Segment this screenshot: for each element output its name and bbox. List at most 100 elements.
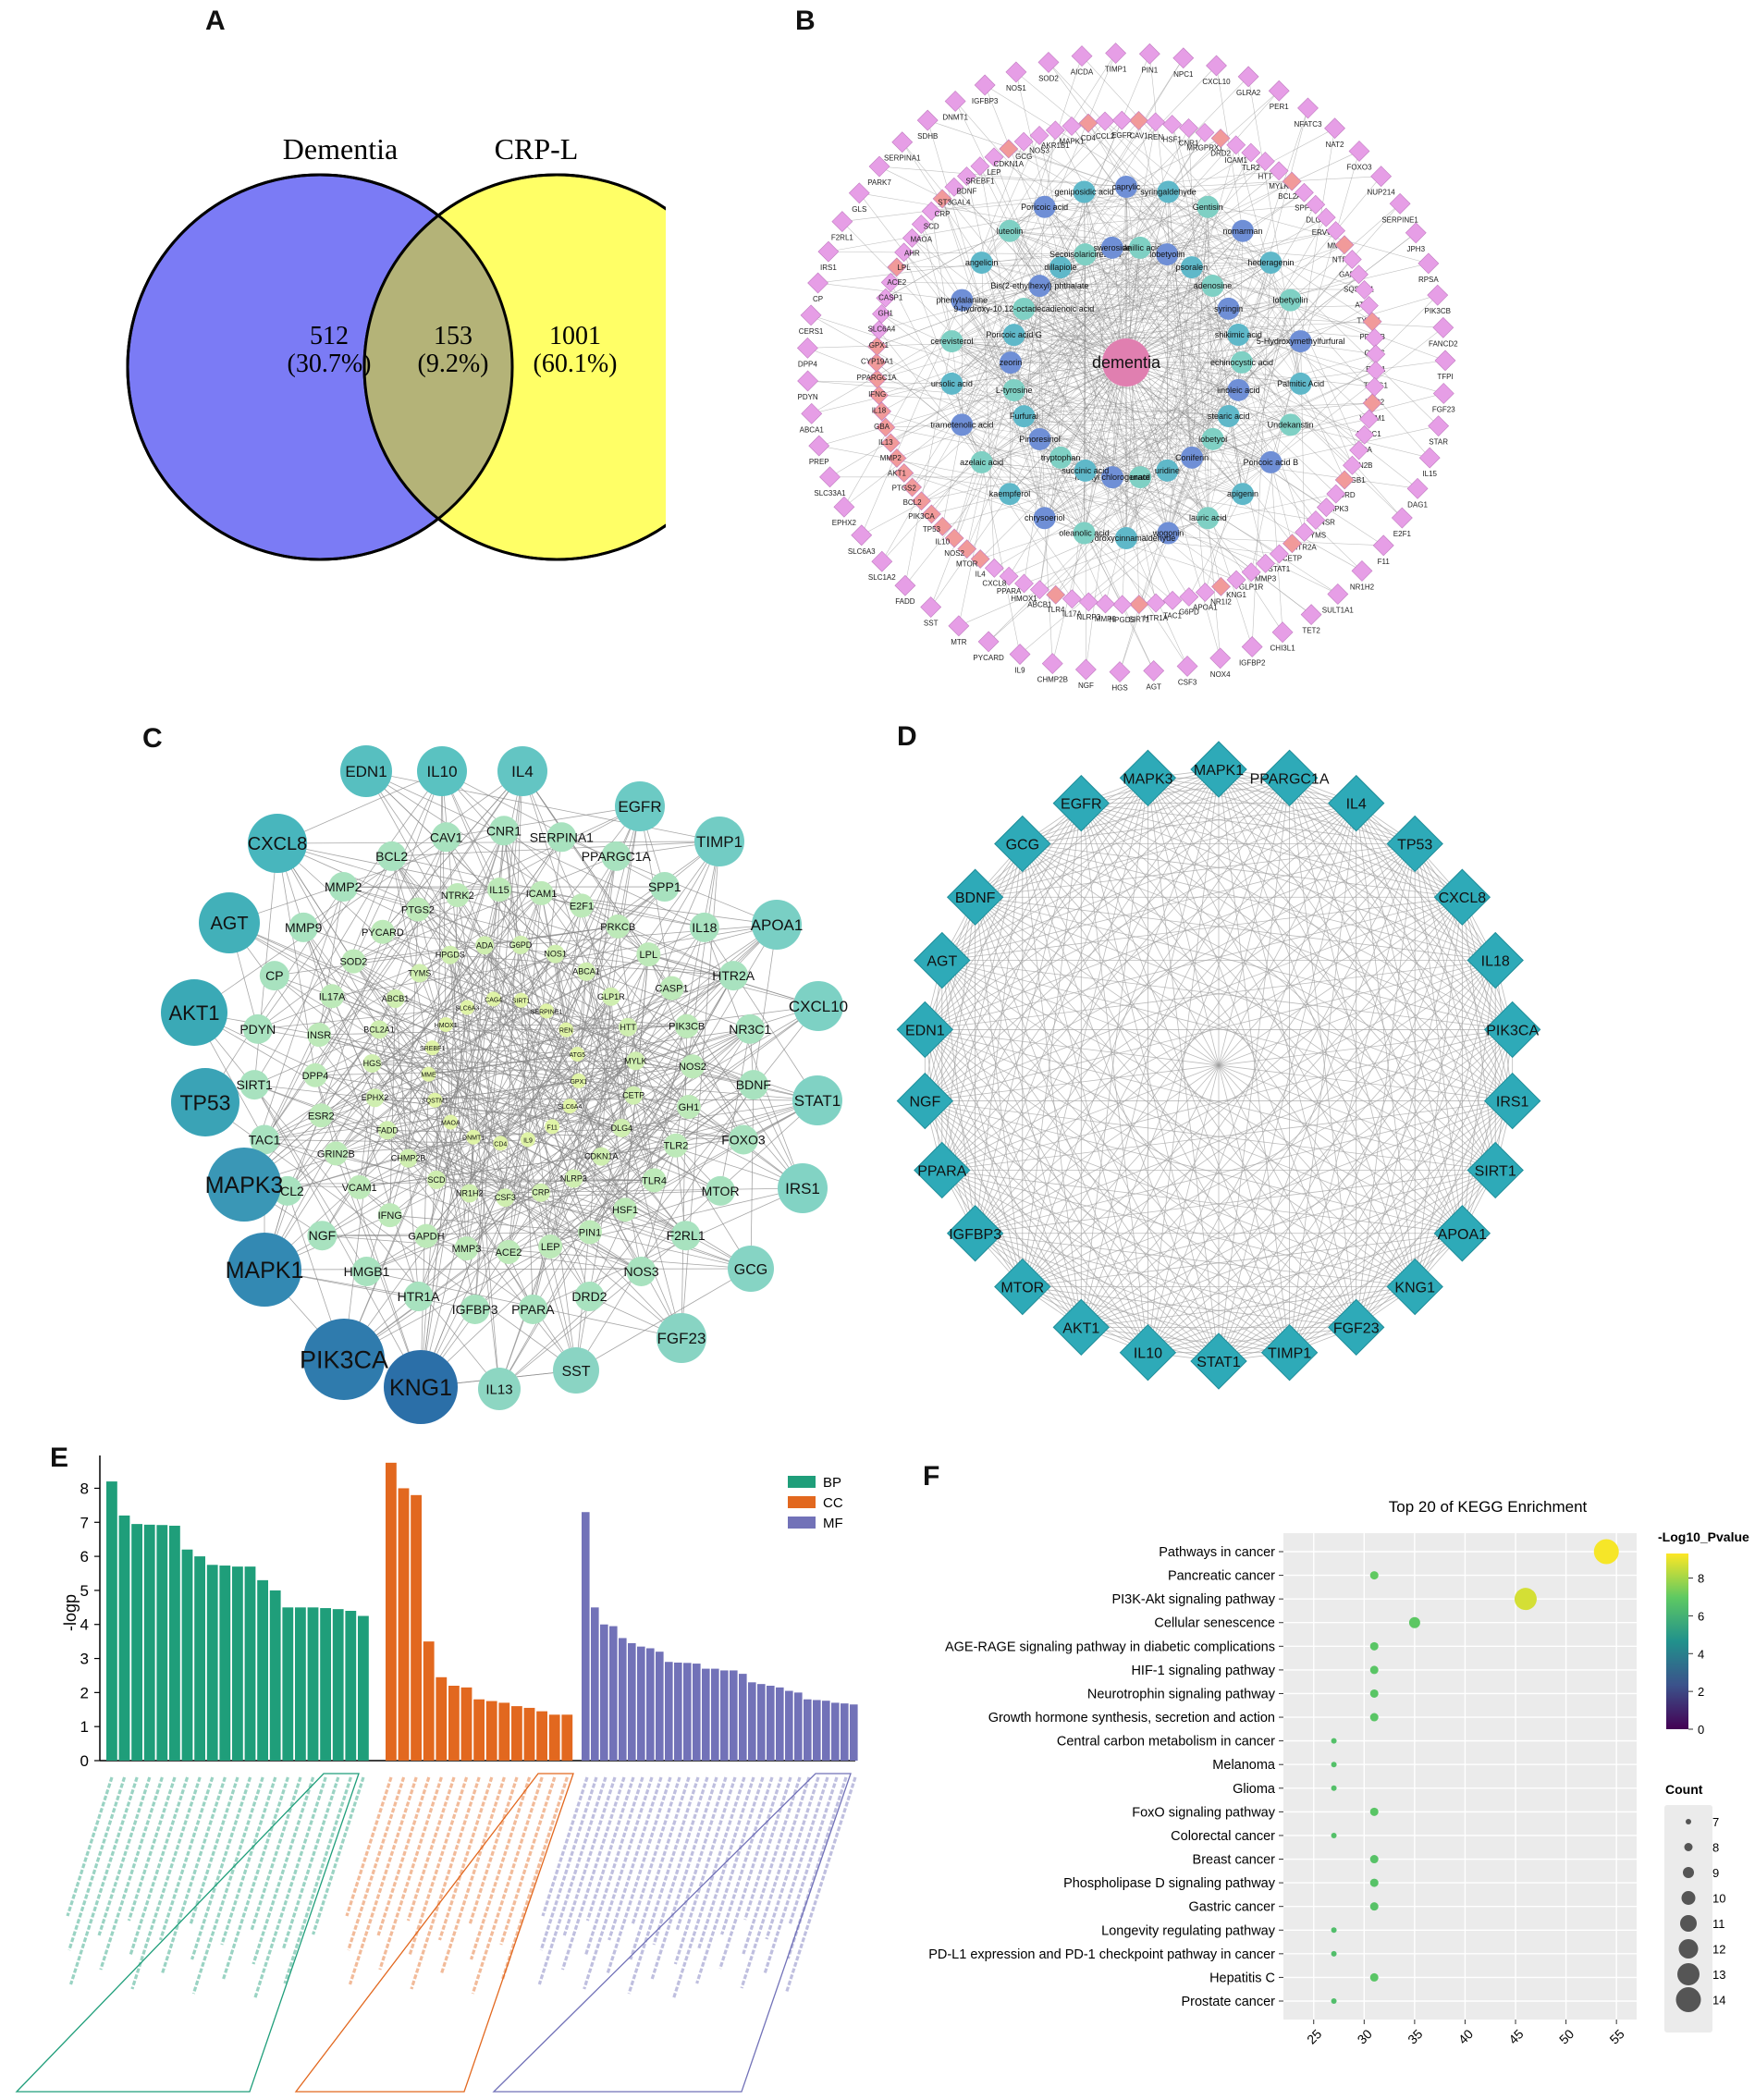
gene-node: SLC6A3	[848, 547, 876, 556]
gene-node-shape	[802, 403, 822, 424]
ppi-inner-node: HMGB1	[344, 1264, 390, 1279]
e-bar	[739, 1674, 747, 1761]
e-bar	[144, 1525, 155, 1761]
gene-node-shape	[1327, 222, 1345, 240]
gene-node-shape	[834, 497, 854, 517]
f-colorbar-gradient	[1666, 1554, 1688, 1729]
ppi-inner-node: NTRK2	[441, 890, 474, 902]
ppi-inner-node: LPL	[640, 950, 658, 961]
e-term-label-mark	[69, 1777, 125, 1950]
e-legend-label: CC	[823, 1495, 843, 1511]
venn-left-label: Dementia	[283, 132, 398, 166]
e-term-label-mark	[190, 1777, 238, 1925]
ppi-inner-node: BCL2	[375, 849, 408, 864]
core-node: MAPK3	[1123, 771, 1172, 787]
core-node: IL4	[1346, 797, 1367, 813]
f-x-tick-label: 25	[1304, 2026, 1324, 2046]
compound-node: dillapiole	[1044, 263, 1076, 272]
core-node: PPARGC1A	[1250, 771, 1330, 787]
ppi-inner-node: G6PD	[509, 940, 533, 950]
gene-node: TLR2	[1242, 164, 1260, 172]
gene-node: SLC6A4	[868, 325, 896, 333]
gene-node-shape	[985, 559, 1003, 577]
ppi-hub-node: AGT	[210, 914, 248, 934]
gene-node: HTT	[1258, 172, 1273, 180]
f-point	[1370, 1973, 1379, 1982]
e-term-label-mark	[765, 1777, 828, 1973]
e-series-BP	[106, 1481, 369, 1761]
compound-node: trametenolic acid	[930, 420, 993, 429]
gene-node-shape	[1062, 117, 1081, 135]
core-node: IL10	[1134, 1346, 1162, 1362]
e-term-label-mark	[562, 1777, 624, 1970]
gene-node: CERS1	[799, 327, 824, 336]
ppi-hub-node: STAT1	[794, 1092, 841, 1110]
e-bar	[609, 1627, 618, 1761]
e-series-CC	[386, 1463, 572, 1761]
dementia-center-label: dementia	[1092, 353, 1161, 372]
f-category-label: Hepatitis C	[1209, 1971, 1275, 1985]
ppi-inner-node: MAOA	[441, 1120, 460, 1126]
e-term-label-mark	[253, 1777, 313, 1964]
gene-node-shape	[1371, 166, 1392, 187]
ppi-inner-node: TAC1	[249, 1132, 281, 1147]
venn-right-count: 1001	[549, 322, 601, 350]
f-x-tick-label: 55	[1606, 2026, 1626, 2046]
gene-node-shape	[1301, 605, 1321, 625]
f-point	[1332, 1951, 1337, 1957]
ppi-hub-node: IRS1	[785, 1180, 820, 1197]
ppi-inner-node: MMP9	[285, 920, 323, 935]
ppi-hub-node: AKT1	[168, 1001, 219, 1025]
gene-node: ABCA1	[800, 425, 825, 434]
gene-node-shape	[1418, 253, 1439, 274]
gene-node: MMP3	[1255, 574, 1277, 583]
ppi-hub-node: IL10	[426, 763, 457, 780]
ppi-hub-node: CXCL8	[248, 834, 307, 854]
compound-node: Gentisin	[1193, 203, 1223, 212]
core-node: AKT1	[1062, 1320, 1099, 1336]
compound-node: Poricoic acid B	[1244, 458, 1299, 467]
compound-node: tryptophan	[1041, 453, 1081, 462]
e-term-label-mark	[350, 1777, 417, 1984]
e-term-label-mark	[541, 1777, 596, 1950]
gene-node: SOD2	[1038, 74, 1059, 82]
ppi-inner-node: HPGDS	[436, 951, 465, 960]
e-bar	[131, 1524, 142, 1761]
f-size-legend-dot	[1677, 1963, 1700, 1985]
f-category-label: PI3K-Akt signaling pathway	[1111, 1592, 1275, 1607]
gene-node-shape	[852, 525, 872, 546]
e-bar	[600, 1625, 608, 1761]
gene-node-shape	[1298, 98, 1319, 118]
gene-node-shape	[1130, 596, 1148, 614]
compound-node: Poricoic acid	[1021, 203, 1068, 212]
gene-node-shape	[949, 616, 969, 636]
gene-node-shape	[1010, 645, 1030, 665]
ppi-inner-node: PIK3CB	[669, 1022, 705, 1033]
e-term-label-mark	[745, 1777, 791, 1920]
e-y-tick-label: 7	[80, 1514, 89, 1531]
e-bar	[399, 1488, 410, 1761]
gene-node: REN	[1148, 133, 1163, 141]
ppi-inner-node: LEP	[541, 1242, 560, 1253]
ppi-hub-node: SST	[561, 1364, 590, 1380]
core-node: MAPK1	[1194, 763, 1244, 779]
e-term-label-mark	[130, 1777, 187, 1955]
e-bar	[295, 1607, 306, 1761]
gene-node: LPL	[897, 264, 911, 272]
core-node: IL18	[1481, 954, 1510, 970]
gene-node-shape	[1006, 62, 1026, 82]
ppi-hub-node: GCG	[734, 1262, 767, 1278]
gene-node-shape	[1129, 111, 1148, 129]
ppi-inner-node: CSF3	[495, 1193, 516, 1202]
ppi-inner-node: SLC6A4	[558, 1104, 582, 1111]
ppi-inner-node: ACE2	[496, 1247, 522, 1259]
compound-node: chrysoeriol	[1025, 513, 1065, 522]
e-term-label-mark	[631, 1777, 689, 1959]
gene-node: SDHB	[917, 132, 938, 141]
f-size-legend-label: 12	[1712, 1943, 1725, 1957]
e-y-tick-label: 1	[80, 1718, 89, 1736]
f-category-label: Phospholipase D signaling pathway	[1063, 1876, 1276, 1891]
gene-node-shape	[1407, 478, 1428, 498]
gene-node: NFATC3	[1294, 120, 1322, 129]
